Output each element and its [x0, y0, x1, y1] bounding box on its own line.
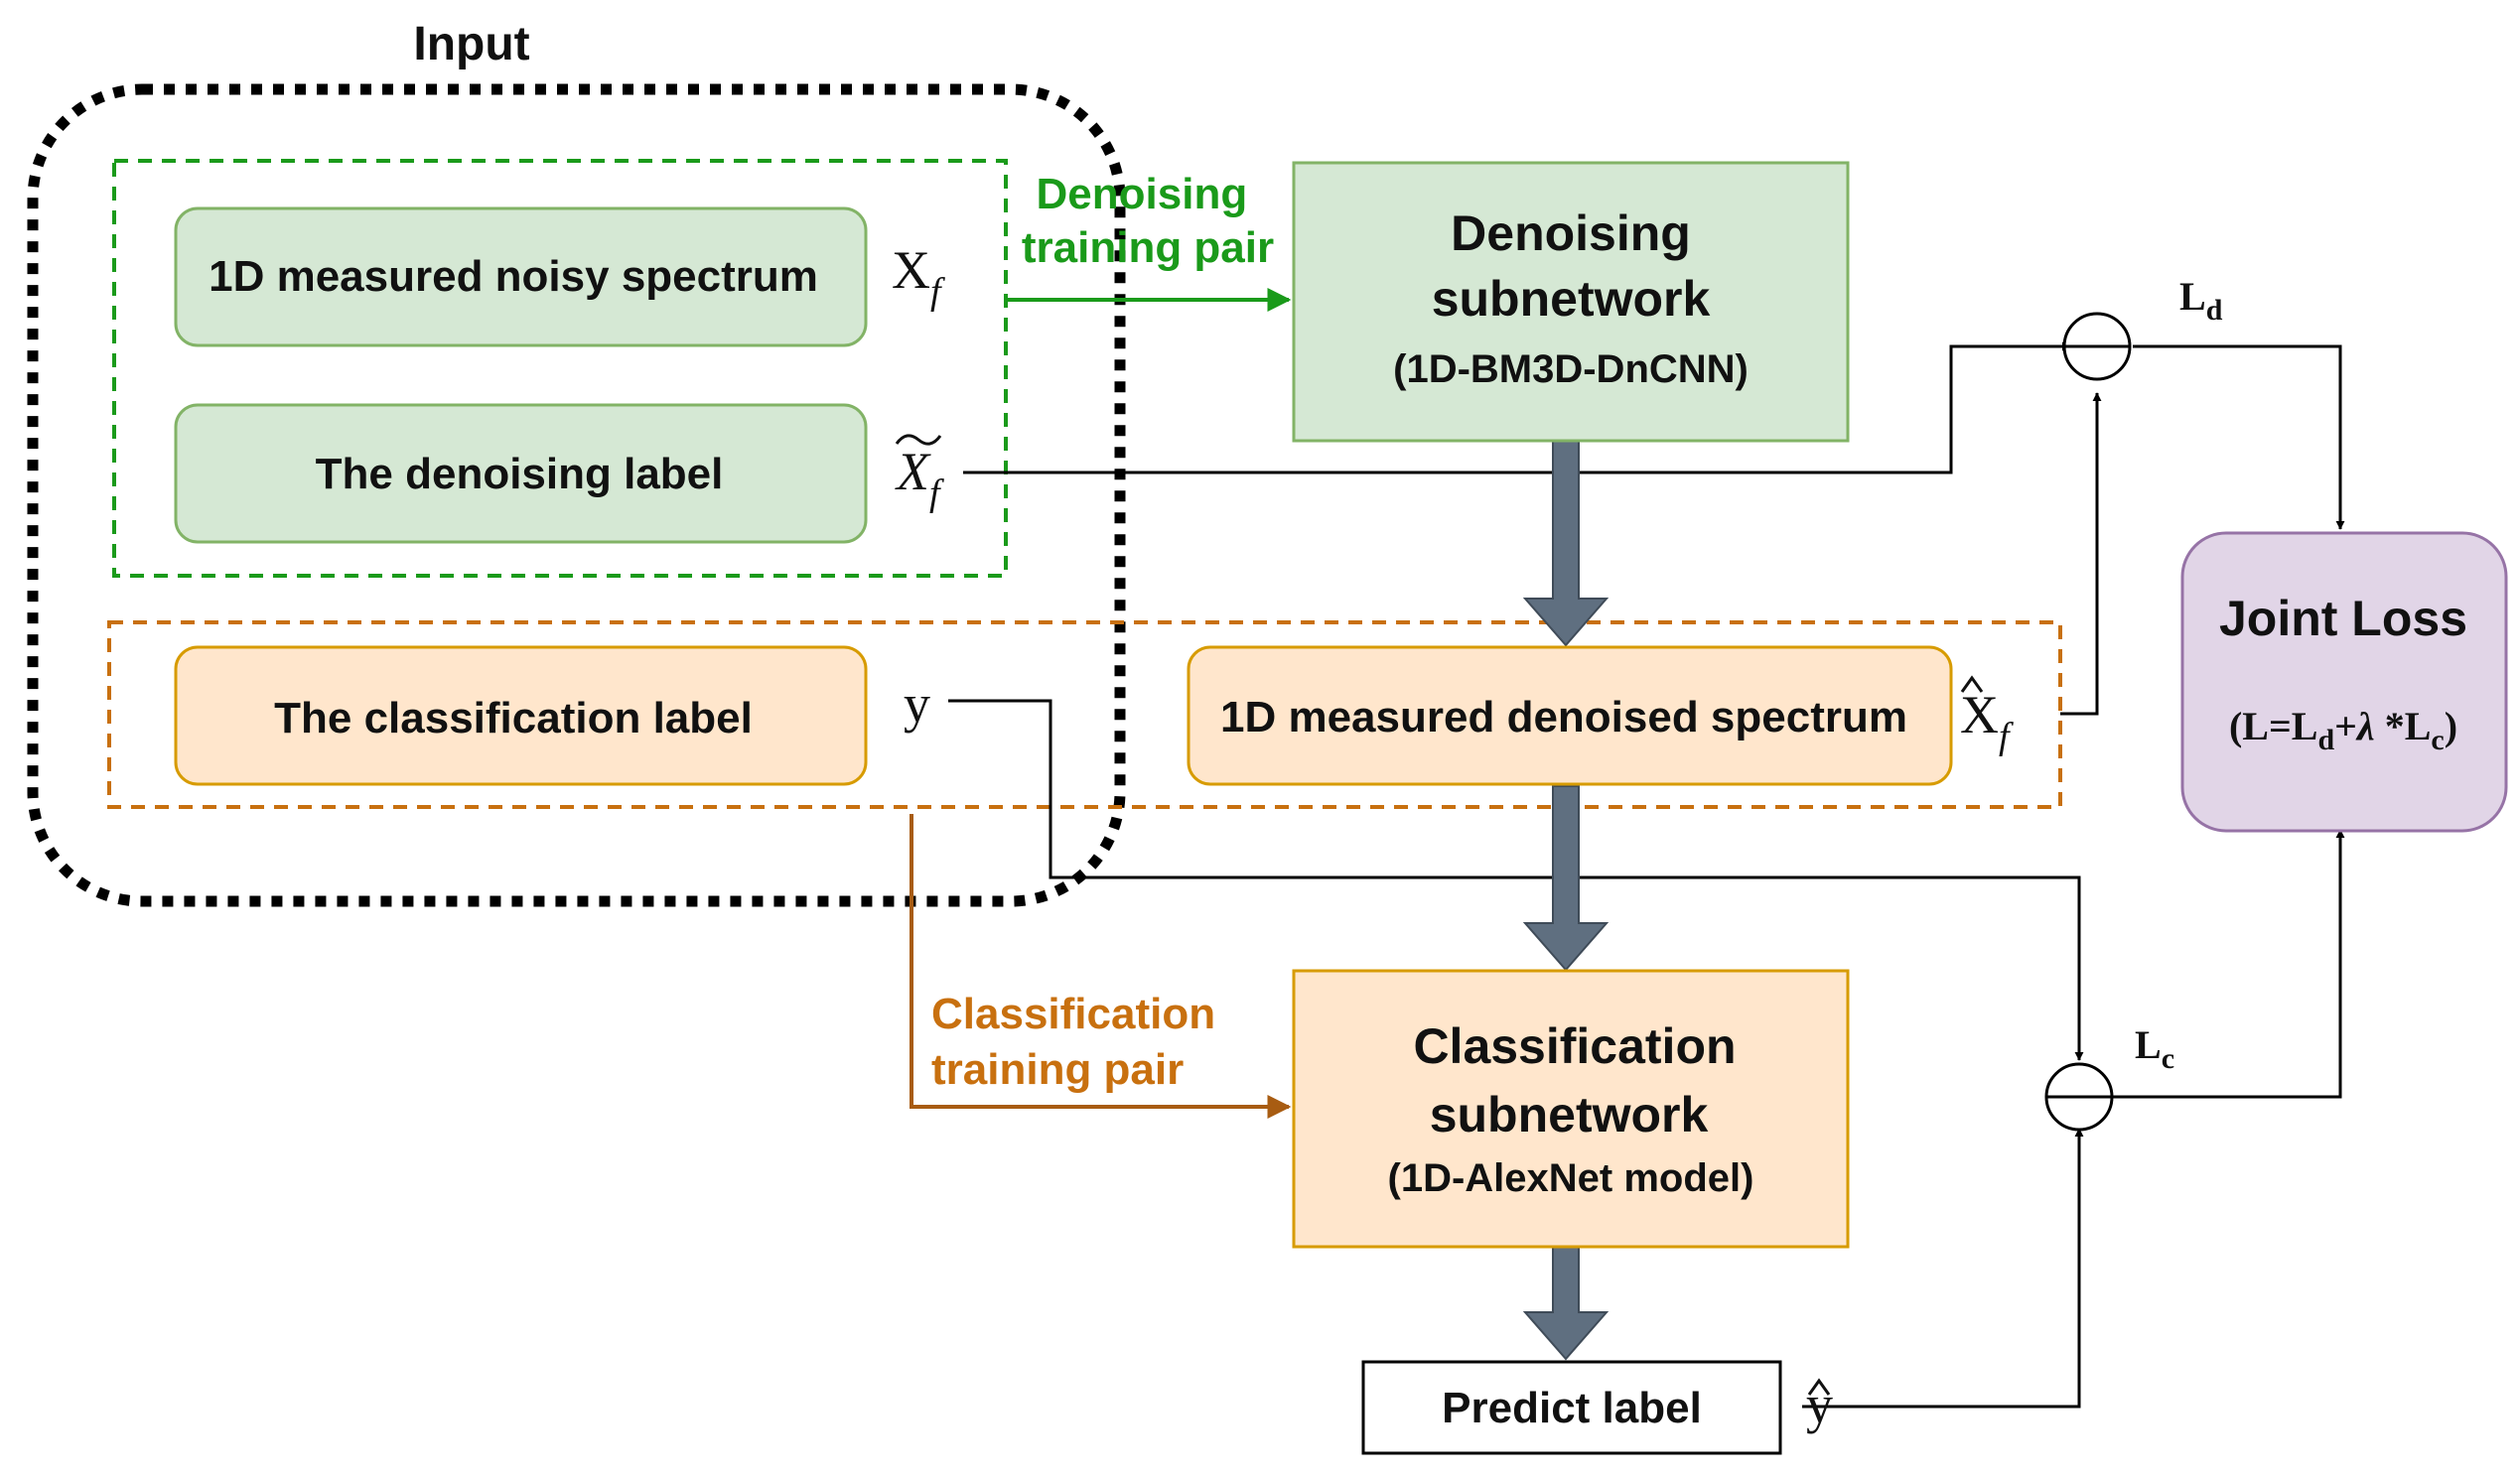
svg-text:y: y	[1806, 1375, 1833, 1434]
classification-pair-group	[107, 620, 2062, 809]
svg-text:Xf: Xf	[1960, 685, 2014, 757]
noisy-spectrum-symbol: Xf	[892, 240, 945, 313]
ld-to-joint-loss-line	[2133, 344, 2345, 530]
predict-label-symbol: y	[1806, 1375, 1833, 1434]
hat-mark	[1960, 675, 1984, 693]
predict-label-node: Predict label	[1361, 1360, 1782, 1455]
denoising-label-symbol: Xf	[895, 434, 944, 514]
loss-d-label: Ld	[2179, 274, 2223, 327]
denoising-pair-group	[112, 159, 1008, 578]
classification-subnetwork-title-2: subnetwork	[1430, 1087, 1709, 1143]
denoising-pair-label: Denoising training pair	[1022, 170, 1274, 272]
denoising-label-node: The denoising label	[174, 403, 868, 544]
denoising-label-to-ld-line	[963, 341, 2071, 474]
denoising-subnetwork-model: (1D-BM3D-DnCNN)	[1393, 347, 1749, 391]
denoised-to-ld-line	[2060, 392, 2102, 716]
input-group-border	[27, 83, 1126, 907]
hat-mark	[1807, 1378, 1831, 1396]
tilde-mark	[895, 434, 942, 446]
svg-text:Xf: Xf	[895, 442, 944, 514]
predict-label-text: Predict label	[1442, 1384, 1702, 1432]
denoised-to-classification-arrow	[1522, 785, 1610, 972]
classification-subnetwork-title-1: Classification	[1413, 1018, 1736, 1074]
denoising-to-denoised-arrow	[1522, 440, 1610, 647]
y-to-lc-line	[948, 699, 2084, 1061]
denoising-label-text: The denoising label	[316, 450, 724, 498]
denoising-subnetwork-title-1: Denoising	[1451, 205, 1691, 261]
lc-comparator	[2044, 1062, 2114, 1132]
classification-label-symbol: y	[904, 674, 930, 734]
denoising-subnetwork-node: Denoising subnetwork (1D-BM3D-DnCNN)	[1292, 161, 1850, 443]
joint-loss-title: Joint Loss	[2219, 591, 2467, 646]
classification-label-text: The classification label	[274, 694, 753, 742]
classification-pair-arrow	[910, 814, 1292, 1119]
input-group-title: Input	[413, 18, 529, 70]
joint-loss-formula: (L=Ld+λ *Lc)	[2229, 704, 2457, 756]
yhat-to-lc-line	[1802, 1128, 2084, 1409]
lc-to-joint-loss-line	[2113, 829, 2345, 1099]
classification-subnetwork-node: Classification subnetwork (1D-AlexNet mo…	[1292, 969, 1850, 1249]
denoised-spectrum-label: 1D measured denoised spectrum	[1220, 693, 1907, 741]
noisy-spectrum-label: 1D measured noisy spectrum	[209, 252, 818, 301]
loss-c-label: Lc	[2135, 1022, 2174, 1075]
denoised-spectrum-symbol: Xf	[1960, 675, 2014, 757]
noisy-spectrum-node: 1D measured noisy spectrum	[174, 206, 868, 347]
classification-to-predict-arrow	[1522, 1246, 1610, 1361]
denoised-spectrum-node: 1D measured denoised spectrum	[1187, 645, 1953, 786]
joint-loss-node: Joint Loss (L=Ld+λ *Lc)	[2180, 531, 2508, 833]
classification-pair-label: Classification training pair	[931, 990, 1227, 1094]
classification-subnetwork-model: (1D-AlexNet model)	[1388, 1156, 1754, 1200]
classification-label-node: The classification label	[174, 645, 868, 786]
denoising-subnetwork-title-2: subnetwork	[1432, 271, 1711, 327]
ld-comparator	[2062, 312, 2132, 381]
